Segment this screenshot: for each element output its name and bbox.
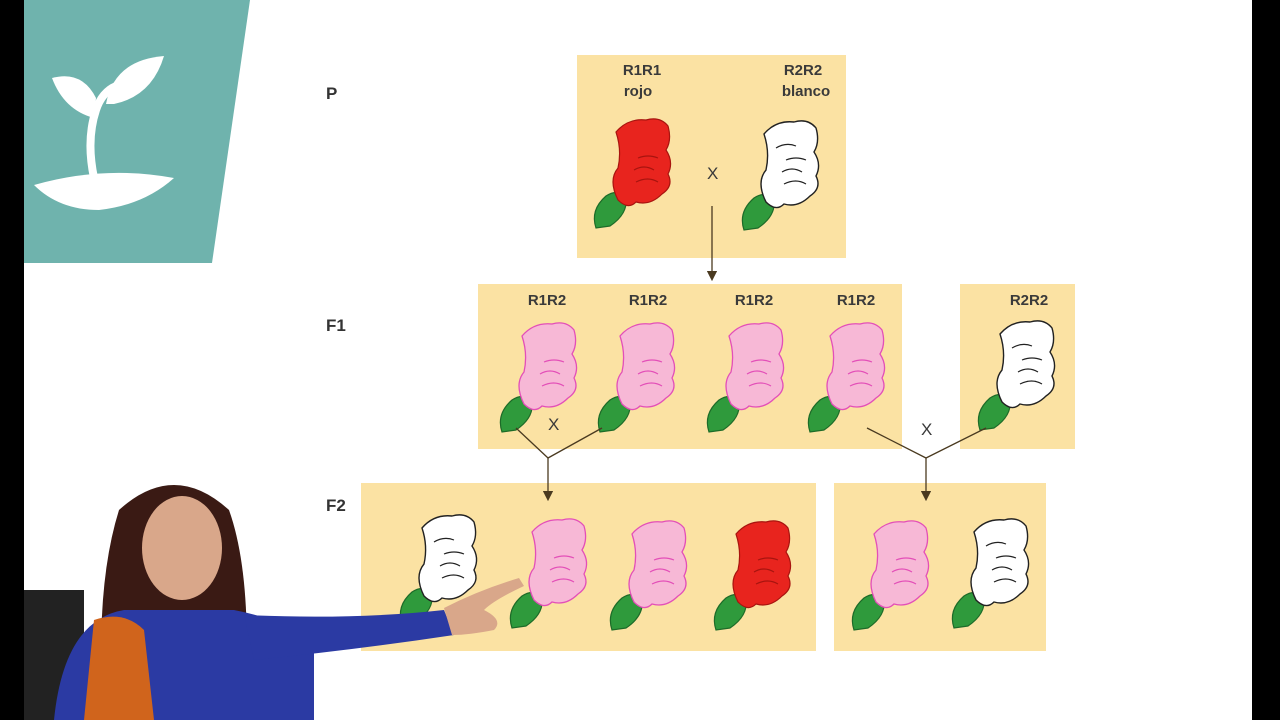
- parent-white-phenotype: blanco: [781, 83, 831, 100]
- flower-f1-pink-3: [706, 322, 785, 433]
- flower-red-parent: [593, 118, 672, 229]
- slide-frame: P F1 F2 R1R1 rojo R2R2 blanco X R1R2 R1R…: [24, 0, 1252, 720]
- generation-label-p: P: [326, 84, 338, 103]
- logo-panel: [24, 0, 250, 263]
- parent-red-genotype: R1R1: [622, 62, 662, 79]
- f1-back-cross-symbol: X: [921, 420, 933, 439]
- generation-label-f2: F2: [326, 496, 346, 515]
- presenter-figure: [24, 485, 524, 720]
- f1-genotype-1: R1R2: [527, 292, 567, 309]
- sprout-logo-icon: [24, 0, 250, 263]
- f1-genotype-3: R1R2: [734, 292, 774, 309]
- flower-f1-pink-4: [807, 322, 886, 433]
- flower-white-parent: [741, 120, 820, 231]
- flower-f2-red: [713, 520, 792, 631]
- parent-red-phenotype: rojo: [623, 83, 653, 100]
- flower-f2-pink-2: [609, 520, 688, 631]
- test-parent-genotype: R2R2: [1009, 292, 1049, 309]
- f1-self-cross-symbol: X: [548, 415, 560, 434]
- f1-genotype-2: R1R2: [628, 292, 668, 309]
- flower-f1-pink-1: [499, 322, 578, 433]
- flower-f2-back-white: [951, 518, 1030, 629]
- flower-test-parent-white: [977, 320, 1056, 431]
- parents-cross-symbol: X: [707, 164, 719, 183]
- flower-f2-back-pink: [851, 520, 930, 631]
- flower-f1-pink-2: [597, 322, 676, 433]
- generation-label-f1: F1: [326, 316, 346, 335]
- f1-genotype-4: R1R2: [836, 292, 876, 309]
- parent-white-genotype: R2R2: [783, 62, 823, 79]
